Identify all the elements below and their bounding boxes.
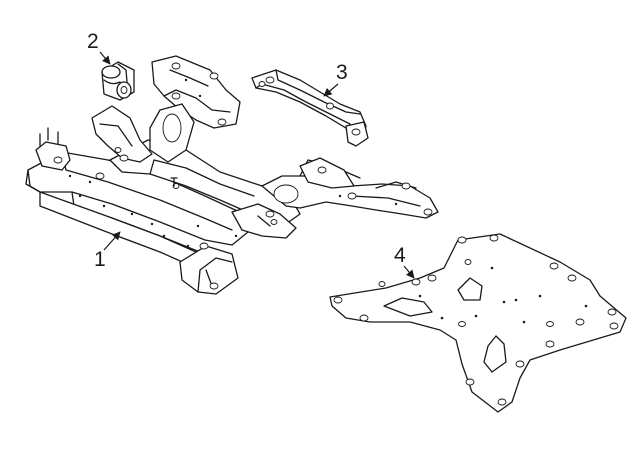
subframe-holes: [53, 62, 433, 290]
callout-label-2: 2: [87, 30, 99, 53]
callout-1: 1: [94, 231, 121, 271]
bushing-part: [101, 61, 135, 101]
callout-3: 3: [323, 61, 348, 97]
brace-part: [251, 69, 369, 147]
subframe-part: [25, 55, 439, 295]
callout-label-1: 1: [94, 248, 106, 271]
subframe-dots: [68, 78, 398, 248]
shield-plate-part: [329, 233, 627, 413]
callout-label-3: 3: [336, 61, 348, 84]
callout-2: 2: [87, 30, 111, 65]
plate-holes: [333, 234, 619, 406]
callout-4: 4: [394, 244, 415, 279]
plate-dots: [418, 266, 588, 324]
callout-label-4: 4: [394, 244, 406, 267]
